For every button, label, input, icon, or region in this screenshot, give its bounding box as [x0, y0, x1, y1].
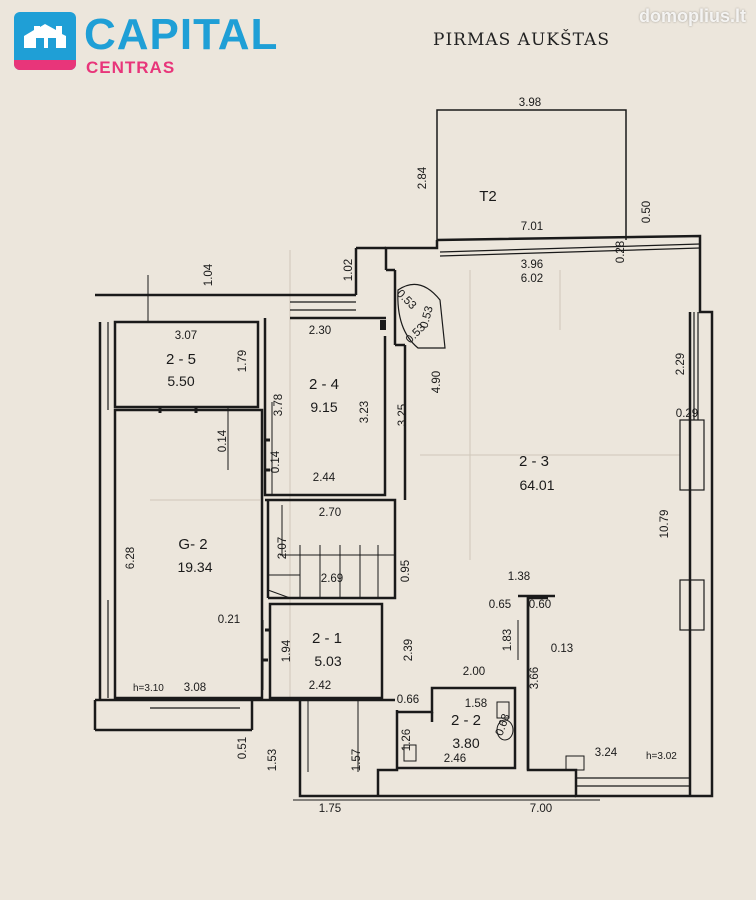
- dimension-label: 3.25: [397, 404, 409, 426]
- dimension-label: 0.95: [400, 560, 412, 582]
- dimension-label: 1.04: [203, 263, 215, 286]
- staircase: [267, 545, 395, 599]
- terrace-outline: [436, 109, 627, 244]
- dimension-label: 3.23: [359, 401, 371, 423]
- dimension-label: 7.01: [521, 221, 543, 233]
- dimension-label: 3.98: [519, 97, 541, 109]
- dimension-label: 6.02: [521, 273, 543, 285]
- room-id-2-5: 2 - 5: [166, 351, 196, 368]
- room-id-2-3: 2 - 3: [519, 453, 549, 470]
- watermark: domoplius.lt: [639, 6, 746, 26]
- dimension-label: 10.79: [659, 510, 671, 539]
- dimension-label: 1.58: [465, 698, 487, 710]
- dimension-label: 0.51: [237, 737, 249, 759]
- dimension-labels: 3.98 2.84 7.01 0.50 1.04 1.02 3.96 6.02 …: [125, 97, 698, 815]
- dimension-label: 2.44: [313, 472, 336, 484]
- dimension-label: 6.28: [125, 547, 137, 569]
- dimension-label: 0.53: [418, 305, 435, 330]
- room-id-g-2: G- 2: [178, 536, 207, 553]
- dimension-label: 1.83: [502, 629, 514, 651]
- room-id-2-2: 2 - 2: [451, 712, 481, 729]
- dimension-label: 1.53: [267, 749, 279, 771]
- room-labels: T2 2 - 5 5.50 2 - 4 9.15 2 - 3 64.01 G- …: [166, 188, 555, 751]
- dimension-label: 3.78: [273, 394, 285, 416]
- dimension-label: 1.26: [401, 729, 413, 751]
- dimension-label: 0.29: [676, 408, 698, 420]
- dimension-label: 0.50: [641, 201, 653, 223]
- brand-name: CAPITAL: [84, 10, 279, 59]
- dimension-label: 3.07: [175, 330, 197, 342]
- dimension-label: 1.79: [237, 350, 249, 372]
- ceiling-height-label: h=3.02: [646, 751, 677, 762]
- dimension-label: 2.39: [403, 639, 415, 661]
- dimension-label: 4.90: [431, 371, 443, 393]
- dimension-label: 3.66: [529, 667, 541, 689]
- floor-title: PIRMAS AUKŠTAS: [433, 30, 610, 50]
- walls: [93, 109, 714, 798]
- dimension-label: 3.24: [595, 747, 618, 759]
- dimension-label: 1.02: [343, 259, 355, 281]
- dimension-label: 2.70: [319, 507, 341, 519]
- dimension-lines: [147, 275, 600, 801]
- dimension-label: 2.29: [675, 353, 687, 375]
- chimney-mark: [380, 320, 386, 330]
- dimension-label: 1.94: [281, 639, 293, 662]
- brand-sub: CENTRAS: [86, 58, 176, 77]
- dimension-label: 0.65: [489, 599, 511, 611]
- house-icon: [14, 12, 76, 70]
- dimension-label: 1.57: [351, 749, 363, 771]
- ghost-lines: [150, 250, 680, 700]
- dimension-label: 0.14: [270, 450, 282, 473]
- room-area-2-2: 3.80: [452, 735, 479, 751]
- dimension-label: 2.00: [463, 666, 485, 678]
- room-area-2-3: 64.01: [519, 477, 554, 493]
- dimension-label: 2.30: [309, 325, 331, 337]
- dimension-label: 3.08: [184, 682, 206, 694]
- dimension-label: 0.21: [218, 614, 240, 626]
- dimension-label: 3.96: [521, 259, 543, 271]
- dimension-label: 2.07: [277, 537, 289, 559]
- room-id-t2: T2: [479, 188, 497, 205]
- room-id-2-4: 2 - 4: [309, 376, 339, 393]
- dimension-label: 1.75: [319, 803, 341, 815]
- ceiling-height-label: h=3.10: [133, 683, 164, 694]
- dimension-label: 0.14: [217, 429, 229, 452]
- dimension-label: 0.28: [615, 241, 627, 263]
- room-area-2-5: 5.50: [167, 373, 194, 389]
- dimension-label: 0.60: [529, 599, 551, 611]
- room-area-g-2: 19.34: [177, 559, 212, 575]
- dimension-label: 1.38: [508, 571, 530, 583]
- dimension-label: 0.66: [397, 694, 419, 706]
- dimension-label: 2.46: [444, 753, 466, 765]
- room-area-2-4: 9.15: [310, 399, 337, 415]
- dimension-label: 7.00: [530, 803, 552, 815]
- dimension-label: 2.69: [321, 573, 343, 585]
- dimension-label: 2.84: [417, 166, 429, 189]
- room-id-2-1: 2 - 1: [312, 630, 342, 647]
- dimension-label: 0.13: [551, 643, 573, 655]
- dimension-label: 2.42: [309, 680, 331, 692]
- room-area-2-1: 5.03: [314, 653, 341, 669]
